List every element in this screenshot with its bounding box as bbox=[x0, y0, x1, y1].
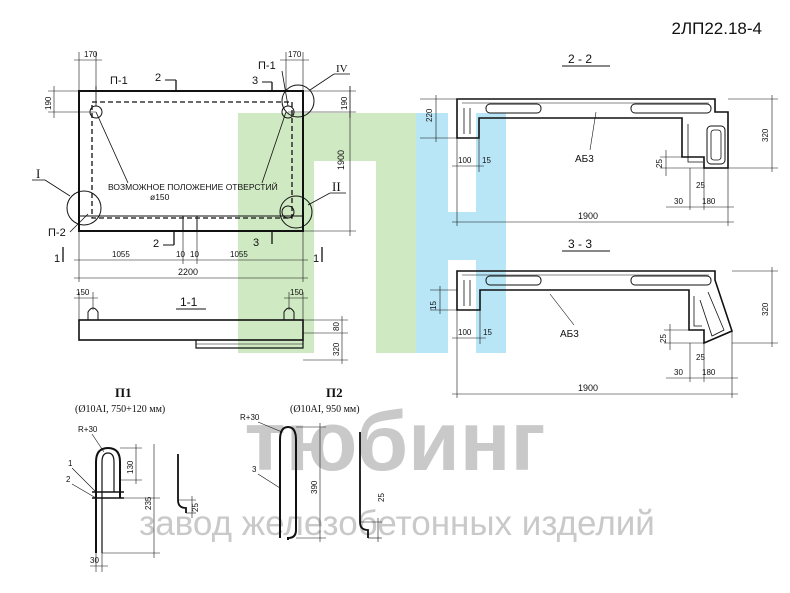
watermark-brand: тюбинг bbox=[244, 394, 545, 488]
hook-p2: П2 (Ø10AI, 950 мм) R+30 3 390 25 bbox=[240, 385, 386, 542]
sec11-dim-150-left: 150 bbox=[76, 288, 90, 297]
p1-dim-235: 235 bbox=[144, 496, 153, 510]
section-3-3-label: 3 - 3 bbox=[568, 237, 592, 251]
sec33-dim-25-b: 25 bbox=[696, 353, 705, 362]
section-1-left: 1 bbox=[54, 253, 60, 265]
section-2-bottom: 2 bbox=[153, 238, 159, 250]
detail-mark-i: I bbox=[36, 166, 40, 181]
label-p2: П-2 bbox=[48, 227, 66, 239]
detail-mark-ii: II bbox=[332, 179, 341, 194]
dim-left-190: 190 bbox=[44, 96, 53, 110]
dim-bottom-10-left: 10 bbox=[176, 250, 185, 259]
sec33-dim-25-a: 25 bbox=[659, 334, 668, 343]
sec11-dim-80: 80 bbox=[332, 322, 341, 331]
section-2-2-label: 2 - 2 bbox=[568, 52, 592, 66]
watermark-tagline: завод железобетонных изделий bbox=[139, 504, 655, 543]
sec33-dim-1900: 1900 bbox=[578, 383, 598, 393]
sec33-dim-15-a: 15 bbox=[429, 301, 438, 310]
sec22-dim-30: 30 bbox=[674, 197, 683, 206]
sec11-dim-150-right: 150 bbox=[290, 288, 304, 297]
p1-dim-25: 25 bbox=[191, 503, 200, 512]
sec33-dim-15-b: 15 bbox=[483, 328, 492, 337]
section-3-3: 3 - 3 АБ3 15 100 15 25 25 30 180 1900 bbox=[429, 237, 778, 398]
label-p1-right: П-1 bbox=[258, 60, 276, 72]
sec33-dim-100: 100 bbox=[458, 328, 472, 337]
p2-dim-390: 390 bbox=[310, 480, 319, 494]
section-1-1-label: 1-1 bbox=[180, 295, 198, 309]
dim-right-190: 190 bbox=[340, 96, 349, 110]
dim-top-right: 170 bbox=[288, 50, 302, 59]
p1-dim-30: 30 bbox=[90, 556, 99, 565]
watermark-logo bbox=[238, 113, 506, 353]
plan-view: ВОЗМОЖНОЕ ПОЛОЖЕНИЕ ОТВЕРСТИЙ ø150 П-1 П… bbox=[32, 50, 356, 282]
label-p1-left: П-1 bbox=[110, 75, 128, 87]
p1-title: П1 bbox=[115, 385, 132, 400]
p2-subtitle: (Ø10AI, 950 мм) bbox=[290, 404, 360, 415]
hole-diameter: ø150 bbox=[150, 192, 170, 202]
p2-title: П2 bbox=[326, 385, 343, 400]
section-3-bottom: 3 bbox=[253, 237, 259, 249]
sec22-rebar-label: АБ3 bbox=[575, 154, 594, 165]
hook-p1: П1 (Ø10AI, 750+120 мм) R+30 1 2 130 235 … bbox=[66, 385, 200, 572]
detail-mark-iv: IV bbox=[336, 63, 348, 75]
dim-top-left: 170 bbox=[84, 50, 98, 59]
p1-dim-radius: R+30 bbox=[78, 425, 98, 434]
sec22-dim-15: 15 bbox=[482, 156, 491, 165]
p2-dim-25: 25 bbox=[377, 493, 386, 502]
dim-height-1900: 1900 bbox=[336, 150, 346, 170]
section-1-1: 1-1 150 150 80 320 bbox=[74, 288, 348, 364]
p2-mark-3: 3 bbox=[252, 465, 257, 474]
section-1-right: 1 bbox=[313, 253, 319, 265]
sec22-dim-320: 320 bbox=[761, 128, 770, 142]
p1-mark-2: 2 bbox=[66, 475, 71, 484]
section-2-top: 2 bbox=[155, 72, 161, 84]
sec22-dim-180: 180 bbox=[702, 197, 716, 206]
section-3-top: 3 bbox=[252, 75, 258, 87]
section-2-2: 2 - 2 АБ3 220 100 15 25 25 30 180 1900 bbox=[420, 52, 778, 226]
sec33-dim-320: 320 bbox=[761, 302, 770, 316]
sec22-dim-1900: 1900 bbox=[578, 211, 598, 221]
holes-note: ВОЗМОЖНОЕ ПОЛОЖЕНИЕ ОТВЕРСТИЙ bbox=[108, 181, 278, 192]
sec11-dim-320: 320 bbox=[332, 342, 341, 356]
sec22-dim-220: 220 bbox=[425, 108, 434, 122]
sec33-rebar-label: АБ3 bbox=[560, 329, 579, 340]
dim-bottom-1055-left: 1055 bbox=[112, 250, 130, 259]
p1-dim-130: 130 bbox=[126, 460, 135, 474]
p2-dim-radius: R+30 bbox=[240, 413, 260, 422]
sec22-dim-25-b: 25 bbox=[696, 181, 705, 190]
sec33-dim-180: 180 bbox=[702, 368, 716, 377]
dim-total-2200: 2200 bbox=[178, 267, 198, 277]
sec22-dim-25-a: 25 bbox=[655, 159, 664, 168]
p1-subtitle: (Ø10AI, 750+120 мм) bbox=[75, 404, 165, 415]
sec22-dim-100: 100 bbox=[458, 156, 472, 165]
sec33-dim-30: 30 bbox=[674, 368, 683, 377]
drawing-title: 2ЛП22.18-4 bbox=[672, 19, 763, 38]
dim-bottom-10-right: 10 bbox=[190, 250, 199, 259]
watermark-text: тюбинг завод железобетонных изделий bbox=[139, 394, 655, 543]
dim-bottom-1055-right: 1055 bbox=[230, 250, 248, 259]
p1-mark-1: 1 bbox=[68, 459, 73, 468]
